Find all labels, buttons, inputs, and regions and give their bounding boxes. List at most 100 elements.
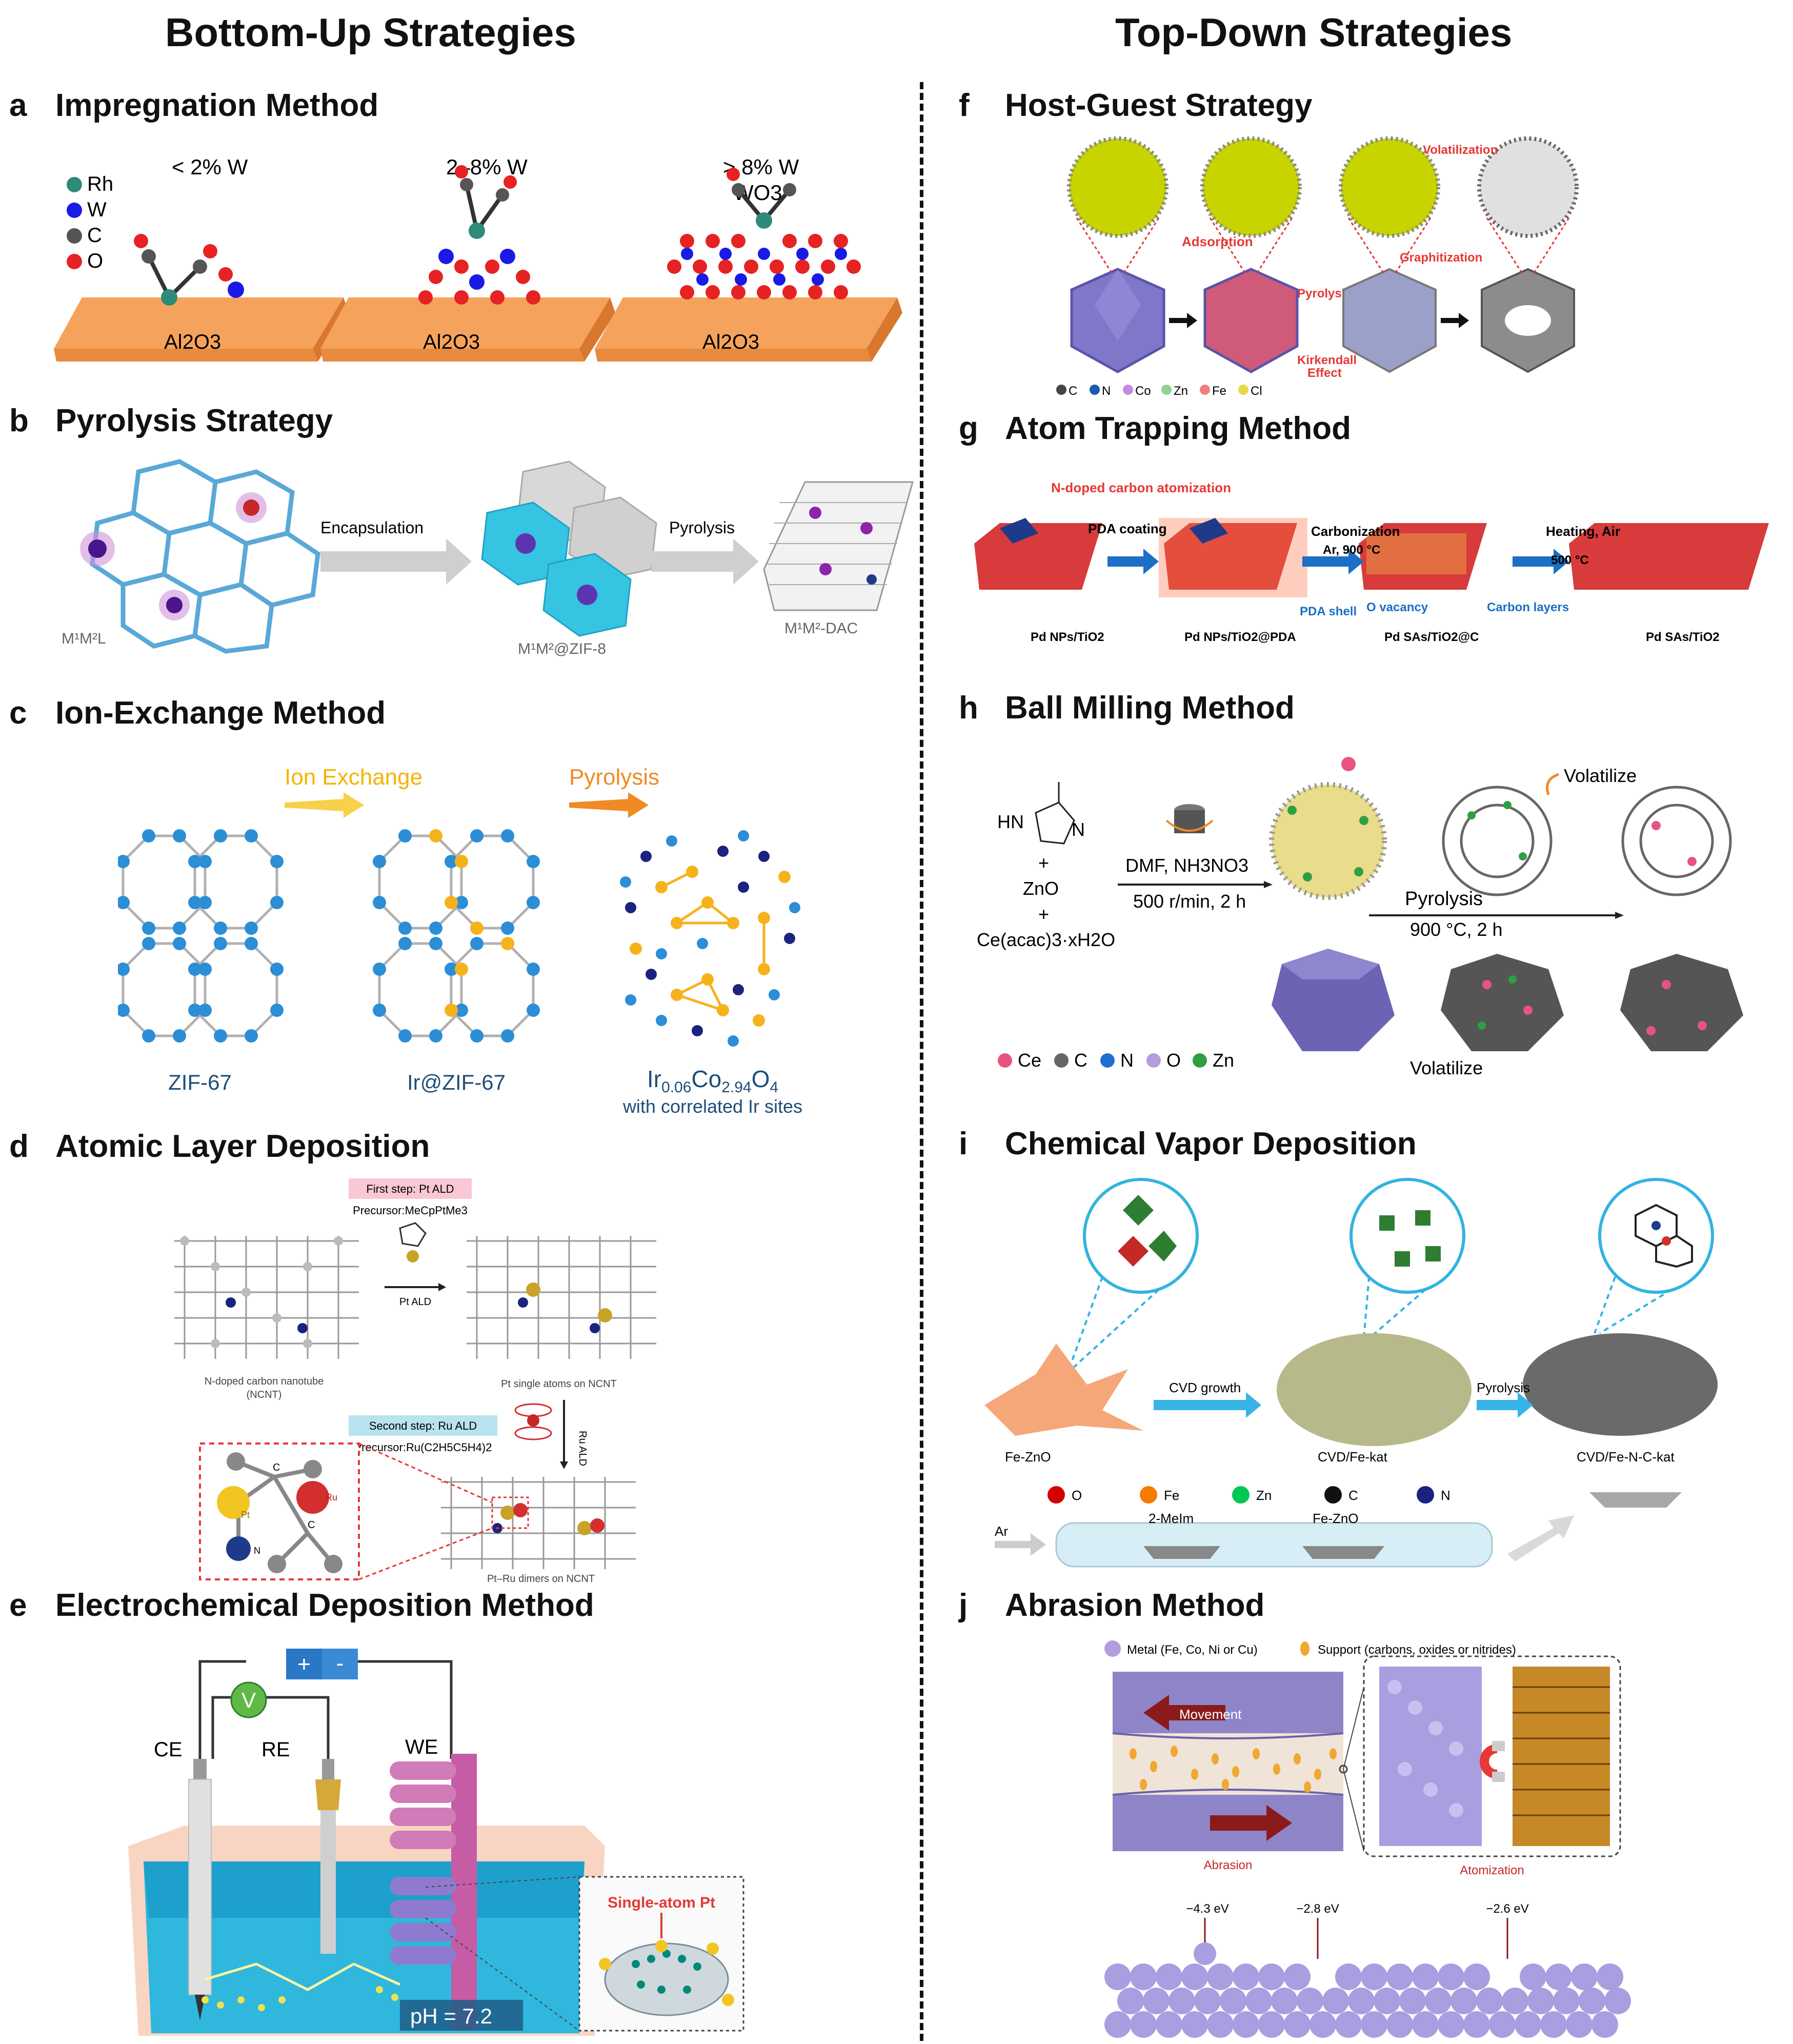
svg-text:O: O: [1166, 1050, 1181, 1071]
panel-j-support-particles: [1130, 1746, 1337, 1793]
panel-f-arrows: [1169, 313, 1469, 328]
panel-f-legend: C N Co Zn Fe Cl: [1056, 384, 1262, 398]
panel-b-figure: M¹M²L Encapsulation M¹M²@ZIF-8 Pyrolysis…: [62, 459, 914, 656]
panel-i-arrows: [1154, 1392, 1533, 1418]
panel-f-crystals: [1070, 268, 1575, 373]
panel-h-name: Ball Milling Method: [1005, 690, 1295, 726]
svg-text:W: W: [87, 198, 107, 221]
svg-text:Rh: Rh: [87, 173, 113, 195]
panel-j-metal-surface: [1104, 1942, 1631, 2038]
panel-d-second-step-box: [349, 1415, 497, 1436]
panel-e-current: [205, 1962, 401, 1991]
panel-a-support-2: Al2O3: [423, 331, 480, 353]
panel-b-dac-sheet: [763, 481, 914, 611]
panel-h-cond2-b: 900 °C, 2 h: [1410, 919, 1503, 940]
panel-f-label-graphitization: Graphitization: [1400, 251, 1482, 265]
panel-h-cond2-a: Pyrolysis: [1405, 888, 1483, 910]
panel-d-ncnt-caption-2: (NCNT): [247, 1389, 282, 1400]
panel-g-step-ar: Ar, 900 °C: [1323, 543, 1380, 557]
panel-h-reagent-zno: ZnO: [1023, 878, 1059, 899]
panel-a-molecule-high: [667, 168, 861, 299]
panel-d-ncnt-caption-1: N-doped carbon nanotube: [205, 1376, 324, 1387]
panel-d-first-precursor: Precursor:MeCpPtMe3: [353, 1204, 468, 1217]
svg-text:N: N: [1120, 1050, 1134, 1071]
panel-f-label-volatilization: Volatilization: [1423, 143, 1498, 157]
panel-g-step-heating: Heating, Air: [1546, 524, 1620, 539]
panel-g-nanoparticle-1: [1000, 518, 1038, 544]
svg-text:Fe: Fe: [1212, 384, 1226, 398]
panel-i-step-cvd: CVD growth: [1169, 1380, 1241, 1395]
panel-g-caption-1: Pd NPs/TiO2: [1031, 630, 1104, 644]
panel-g-figure: N-doped carbon atomization PDA coating C…: [974, 480, 1769, 644]
panel-d-n-atom: [226, 1536, 251, 1561]
panel-g-label-vacancy: O vacancy: [1366, 600, 1428, 614]
panel-j-arrow-left: [1143, 1695, 1225, 1731]
svg-text:Zn: Zn: [1174, 384, 1188, 398]
panel-c-zif67-lattice: [122, 834, 278, 1037]
panel-d-atom-n: N: [254, 1546, 260, 1556]
panel-h-host-sphere: [1269, 757, 1387, 900]
panel-j-legend: Metal (Fe, Co, Ni or Cu) Support (carbon…: [1104, 1640, 1516, 1657]
panel-b-step-1: Encapsulation: [320, 518, 424, 537]
panel-h-legend: Ce C N O Zn: [998, 1050, 1234, 1071]
panel-h-volatilize-top: Volatilize: [1564, 765, 1637, 786]
panel-c-caption-3: with correlated Ir sites: [622, 1096, 802, 1117]
panel-a-figure: Rh W C O < 2% W 2–8% W > 8% W WO3 Al2O3 …: [54, 155, 902, 362]
panel-g-letter: g: [959, 411, 978, 446]
panel-h-carbon-crystal-2: [1620, 954, 1743, 1051]
panel-j-letter: j: [959, 1588, 968, 1623]
svg-text:Fe: Fe: [1164, 1488, 1179, 1503]
panel-f-name: Host-Guest Strategy: [1005, 88, 1313, 123]
svg-text:O: O: [87, 250, 103, 272]
panel-a-support-3: Al2O3: [702, 331, 759, 353]
panel-h-figure: HN N + ZnO + Ce(acac)3·xH2O DMF, NH3NO3 …: [977, 757, 1743, 1078]
panel-j-caption-atomization: Atomization: [1460, 1863, 1524, 1877]
panel-h-ball-mill-icon: [1165, 804, 1214, 833]
panel-e-counter-electrode: [188, 1759, 212, 2020]
panel-b-letter: b: [9, 403, 29, 438]
panel-i-zoom-contents: [1118, 1195, 1693, 1268]
panel-b-framework: [90, 459, 320, 654]
panel-b-guest-molecules: [80, 492, 267, 620]
panel-e-particles: [202, 1986, 398, 2011]
panel-h-volatilize-bottom: Volatilize: [1410, 1057, 1483, 1078]
panel-g-caption-3: Pd SAs/TiO2@C: [1384, 630, 1479, 644]
panel-b-caption-1: M¹M²L: [62, 630, 106, 647]
panel-c-arrow-1: [285, 792, 364, 818]
panel-i-step-pyrolysis: Pyrolysis: [1477, 1380, 1530, 1395]
panel-g-slabs: [974, 523, 1769, 590]
panel-e-label-ce: CE: [154, 1738, 183, 1761]
panel-f-label-effect: Effect: [1307, 366, 1342, 380]
panel-g-pda-glow: [1159, 518, 1307, 597]
panel-i-legend: O Fe Zn C N: [1047, 1486, 1450, 1504]
panel-j-energy-2: −2.8 eV: [1296, 1902, 1339, 1916]
panel-j-support-block: [1513, 1667, 1610, 1846]
panel-g-step-500: 500 °C: [1551, 553, 1589, 567]
panel-a-legend: Rh W C O: [67, 173, 113, 272]
panel-e-inset-particle: [599, 1940, 734, 2016]
top-down-header: Top-Down Strategies: [1115, 10, 1513, 55]
svg-text:N: N: [1102, 384, 1111, 398]
panel-e-voltmeter: V: [230, 1681, 267, 1718]
svg-text:C: C: [1069, 384, 1077, 398]
panel-g-step-pda: PDA coating: [1088, 521, 1167, 536]
panel-e-name: Electrochemical Deposition Method: [55, 1588, 594, 1623]
panel-g-label-pda-shell: PDA shell: [1300, 605, 1357, 618]
panel-c-zif67-nodes: [118, 829, 284, 1043]
panel-b-step-2: Pyrolysis: [669, 518, 735, 537]
panel-d-first-step: First step: Pt ALD: [366, 1183, 454, 1195]
svg-text:Metal (Fe, Co, Ni or Cu): Metal (Fe, Co, Ni or Cu): [1127, 1643, 1258, 1657]
panel-e-wire-1: [211, 1696, 330, 1759]
panel-i-zoom-circles: [1083, 1178, 1714, 1294]
panel-b-zif8-crystals: [481, 460, 657, 637]
panel-i-boat: [1589, 1492, 1682, 1508]
panel-c-name: Ion-Exchange Method: [55, 695, 386, 731]
panel-c-caption-1: ZIF-67: [168, 1070, 232, 1094]
panel-a-slabs: [54, 297, 902, 362]
panel-e-inset-label: Single-atom Pt: [608, 1894, 715, 1911]
panel-h-cond1-a: DMF, NH3NO3: [1125, 855, 1248, 876]
panel-d-dimer-caption: Pt–Ru dimers on NCNT: [487, 1573, 595, 1585]
panel-h-reagent-plus-1: +: [1038, 852, 1049, 873]
panel-i-caption-3: CVD/Fe-N-C-kat: [1577, 1449, 1675, 1465]
